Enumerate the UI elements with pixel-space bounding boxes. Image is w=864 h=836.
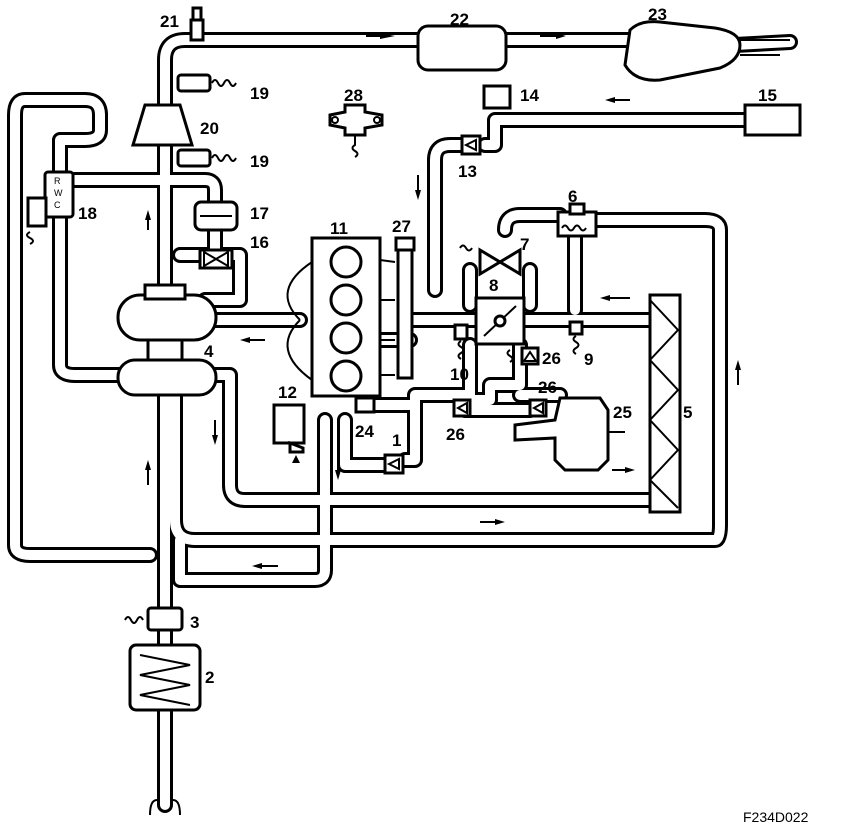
figure-code: F234D022	[743, 809, 809, 825]
label-28: 28	[344, 86, 363, 105]
component-6	[556, 202, 598, 238]
canister-12	[272, 403, 306, 463]
fuel-rail-27	[394, 236, 416, 380]
check-valve-26-b	[528, 398, 548, 418]
label-24: 24	[355, 422, 374, 441]
component-14	[482, 84, 512, 110]
sensor-10	[453, 323, 469, 360]
control-valve-18: R W C	[26, 170, 75, 245]
label-19-lower: 19	[250, 152, 269, 171]
label-12: 12	[278, 383, 297, 402]
label-9: 9	[584, 350, 593, 369]
label-20: 20	[200, 119, 219, 138]
label-27: 27	[392, 217, 411, 236]
label-23: 23	[648, 5, 667, 24]
label-1: 1	[392, 431, 401, 450]
brake-booster-25	[513, 396, 625, 472]
sensor-21	[189, 6, 205, 42]
check-valve-26-a	[506, 346, 540, 366]
label-18: 18	[78, 204, 97, 223]
label-26-b: 26	[538, 378, 557, 397]
flow-arrows	[145, 33, 741, 569]
label-10: 10	[450, 365, 469, 384]
label-19-upper: 19	[250, 84, 269, 103]
valve-18-r: R	[54, 176, 61, 186]
label-26-a: 26	[542, 349, 561, 368]
intake-mouth	[149, 799, 181, 816]
label-8: 8	[489, 276, 498, 295]
label-15: 15	[758, 86, 777, 105]
sensor-19-lower	[176, 148, 237, 168]
label-6: 6	[568, 187, 577, 206]
label-22: 22	[450, 10, 469, 29]
label-7: 7	[520, 235, 529, 254]
label-5: 5	[683, 403, 692, 422]
exhaust-23	[623, 20, 790, 82]
sensor-9	[568, 320, 584, 355]
throttle-body-8	[474, 296, 526, 346]
label-26-c: 26	[446, 425, 465, 444]
sensor-28	[328, 103, 384, 158]
label-13: 13	[458, 162, 477, 181]
component-24	[354, 396, 376, 414]
bypass-valve-7	[459, 244, 522, 277]
check-valve-1	[383, 453, 405, 475]
component-20	[130, 103, 195, 147]
intercooler-5	[648, 293, 682, 514]
check-valve-13	[460, 134, 482, 156]
label-2: 2	[205, 668, 214, 687]
pipe-cores	[10, 35, 795, 810]
valve-18-c: C	[54, 200, 61, 210]
valve-18-w: W	[54, 188, 63, 198]
label-16: 16	[250, 233, 269, 252]
check-valve-26-c	[452, 398, 472, 418]
label-21: 21	[160, 12, 179, 31]
filter-17	[193, 200, 239, 232]
sensor-19-upper	[176, 73, 237, 93]
turbocharger-4	[116, 283, 218, 397]
component-15	[743, 103, 802, 137]
muffler-22	[416, 24, 508, 72]
label-25: 25	[613, 403, 632, 422]
engine-11	[286, 236, 396, 398]
label-11: 11	[330, 219, 348, 238]
label-14: 14	[520, 86, 539, 105]
air-filter-2	[128, 643, 202, 712]
label-17: 17	[250, 204, 269, 223]
sensor-3	[124, 606, 184, 632]
valve-16	[198, 248, 234, 270]
label-4: 4	[204, 342, 214, 361]
label-3: 3	[190, 613, 199, 632]
